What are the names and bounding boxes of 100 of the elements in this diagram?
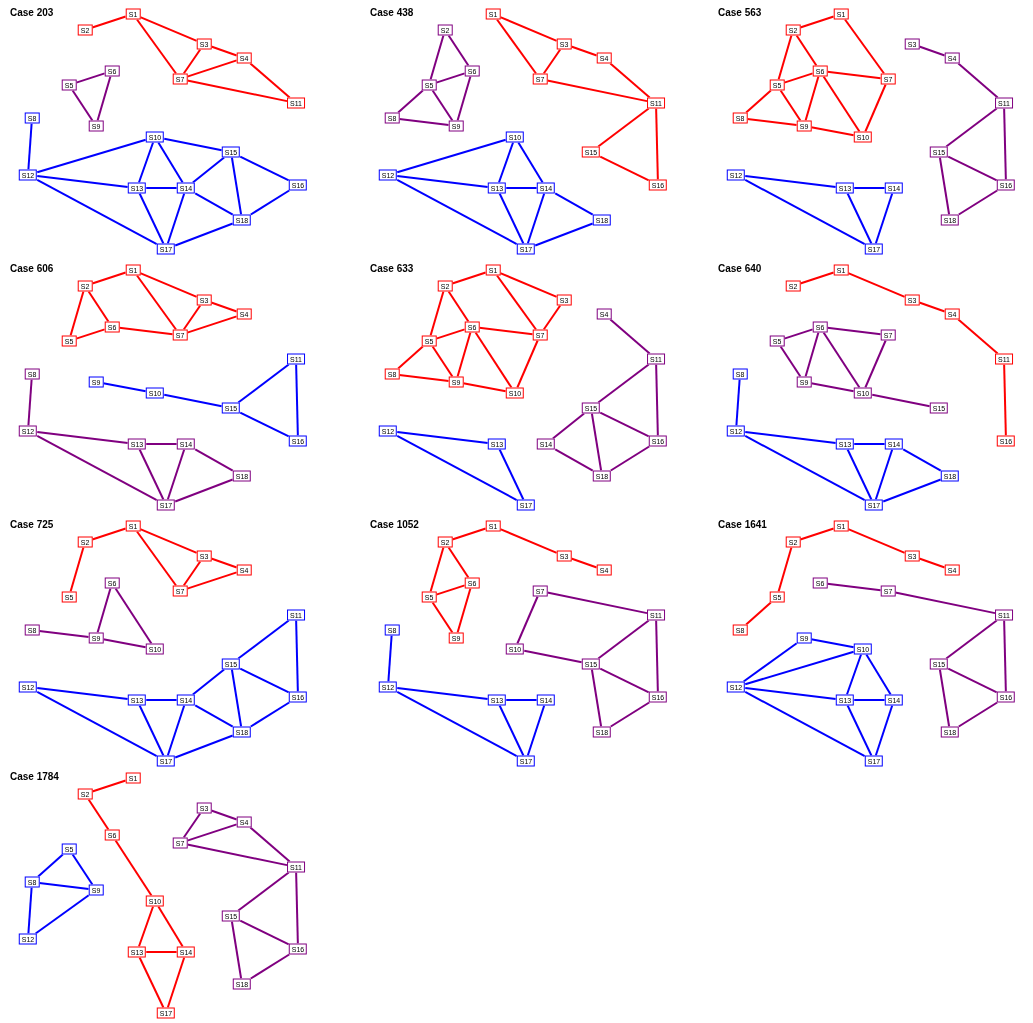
connector-line [542,48,562,75]
connector-line [182,560,202,587]
connector-line [456,587,472,634]
connector-line [102,638,147,649]
connector-line [36,434,158,502]
connector-line [396,690,518,758]
connector-line [166,704,186,757]
panel-title: Case 606 [10,262,54,276]
connector-line [874,192,894,245]
connector-line [182,304,202,331]
connector-line [137,141,155,184]
connector-line [186,79,289,103]
connector-line [91,15,127,29]
connector-line [191,668,226,696]
connector-line [456,75,472,122]
connector-line [498,192,525,245]
connector-line [27,886,33,935]
connector-line [744,431,837,444]
connector-line [37,853,64,878]
connector-line [75,72,106,84]
connector-line [777,546,793,593]
connector-line [69,546,85,593]
connector-line [546,79,649,103]
connector-line [945,107,998,148]
connector-line [462,382,507,393]
connector-line [396,687,489,700]
connector-line [387,634,393,683]
connector-line [938,668,951,728]
connector-line [136,274,177,331]
connector-line [136,530,177,587]
connector-line [249,701,291,728]
connector-line [505,699,538,701]
connector-line [745,89,772,114]
connector-line [194,704,234,728]
connector-line [249,189,291,216]
connector-line [799,527,835,541]
connector-line [456,331,472,378]
connector-line [239,919,290,946]
connector-line [230,920,243,980]
connector-line [186,315,238,334]
connector-line [742,642,798,683]
connector-line [69,290,85,337]
connector-line [398,117,450,127]
connector-line [847,272,906,298]
connector-line [397,345,424,370]
panel-title: Case 725 [10,518,54,532]
connector-line [609,62,651,99]
connector-line [810,126,855,137]
connector-line [1003,619,1007,693]
connector-line [114,587,153,645]
connector-line [137,905,155,948]
connector-line [810,382,855,393]
connector-line [91,527,127,541]
connector-line [295,871,299,945]
connector-line [36,431,129,444]
connector-line [447,34,470,67]
connector-line [36,138,147,174]
connector-line [597,107,650,148]
connector-line [779,345,802,378]
connector-line [746,117,798,127]
connector-line [431,601,454,634]
connector-line [499,528,558,554]
connector-line [609,318,651,355]
connector-line [398,373,450,383]
connector-line [295,363,299,437]
connector-line [874,704,894,757]
connector-line [295,619,299,693]
connector-line [947,667,998,694]
connector-line [174,478,234,503]
connector-line [136,18,177,75]
connector-line [505,187,538,189]
connector-line [864,83,887,133]
connector-line [947,155,998,182]
connector-line [163,393,223,408]
connector-line [874,448,894,501]
connector-line [429,546,445,593]
connector-line [799,271,835,285]
panel-title: Case 563 [718,6,762,20]
connector-line [194,192,234,216]
panel-title: Case 1641 [718,518,767,532]
connector-line [249,62,291,99]
connector-line [871,393,931,408]
connector-line [526,192,546,245]
connector-line [799,15,835,29]
connector-line [526,704,546,757]
connector-line [182,812,202,839]
connector-line [166,956,186,1009]
connector-line [783,328,814,340]
connector-line [1003,107,1007,181]
connector-line [957,62,999,99]
panel-title: Case 203 [10,6,54,20]
connector-line [744,178,866,246]
connector-line [499,272,558,298]
connector-line [396,178,518,246]
connector-line [145,699,178,701]
connector-line [36,690,158,758]
connector-line [918,557,946,569]
connector-line [91,779,127,793]
connector-line [36,687,129,700]
panel-title: Case 1052 [370,518,419,532]
